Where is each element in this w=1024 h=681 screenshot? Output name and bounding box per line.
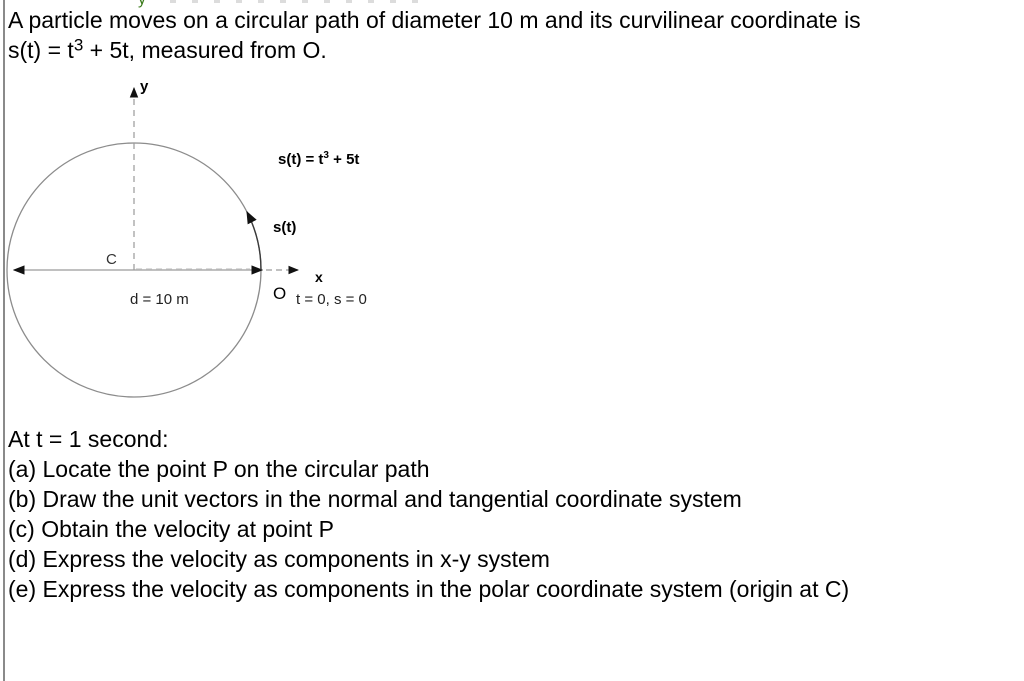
center-label: C xyxy=(106,251,117,268)
y-axis-label: y xyxy=(140,78,149,95)
initial-condition-label: t = 0, s = 0 xyxy=(296,291,367,308)
question-e: (e) Express the velocity as components i… xyxy=(8,576,850,602)
questions-block: At t = 1 second: (a) Locate the point P … xyxy=(8,424,849,604)
circular-path-diagram: y C d = 10 m s(t) = t3 + 5t s(t) x O t =… xyxy=(6,78,367,398)
intro-exponent: 3 xyxy=(73,35,84,55)
question-c: (c) Obtain the velocity at point P xyxy=(8,516,334,542)
equation-label: s(t) = t3 + 5t xyxy=(278,150,359,168)
intro-line-2: s(t) = t3 + 5t, measured from O. xyxy=(8,35,861,65)
equation-prefix: s(t) = t xyxy=(278,151,323,168)
question-d: (d) Express the velocity as components i… xyxy=(8,546,550,572)
arc-label: s(t) xyxy=(273,219,296,236)
question-a: (a) Locate the point P on the circular p… xyxy=(8,456,430,482)
cutoff-heading-dots xyxy=(170,0,430,3)
intro-line-2-prefix: s(t) = t xyxy=(8,37,74,63)
intro-line-2-suffix: + 5t, measured from O. xyxy=(83,37,327,63)
left-border xyxy=(3,0,5,681)
intro-line-1: A particle moves on a circular path of d… xyxy=(8,7,861,33)
arc-direction-arrow xyxy=(246,210,262,271)
questions-header: At t = 1 second: xyxy=(8,426,169,452)
problem-statement: A particle moves on a circular path of d… xyxy=(8,5,861,65)
x-axis-label: x xyxy=(315,269,323,285)
question-b: (b) Draw the unit vectors in the normal … xyxy=(8,486,742,512)
equation-suffix: + 5t xyxy=(329,151,359,168)
origin-label: O xyxy=(273,284,286,303)
diameter-label: d = 10 m xyxy=(130,291,189,308)
equation-exponent: 3 xyxy=(323,150,329,161)
cutoff-heading-fragment: y xyxy=(138,0,146,9)
